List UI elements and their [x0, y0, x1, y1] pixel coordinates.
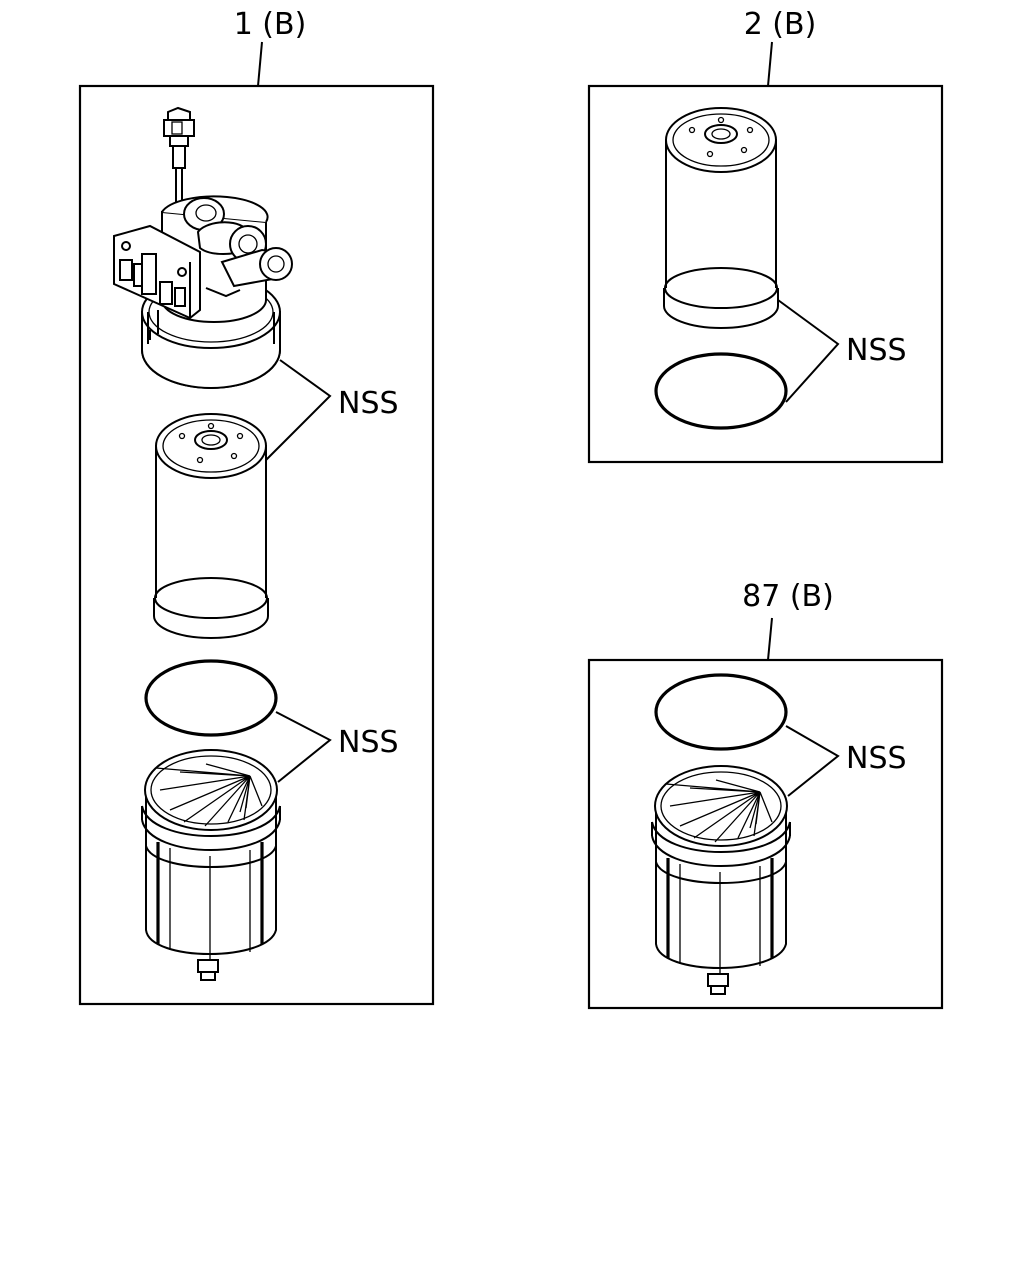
filter-bowl-1 [141, 749, 281, 981]
panel-2: 2 (B) NSS [587, 7, 944, 464]
panel-2-frame [587, 84, 944, 464]
callout-nss-1: NSS [265, 359, 399, 461]
filter-cartridge-2 [663, 107, 779, 329]
panel-2-title: 2 (B) [744, 7, 817, 42]
panel-2-leader [767, 41, 773, 87]
panel-87: 87 (B) NSS [587, 579, 944, 1010]
panel-1-leader [257, 41, 263, 87]
panel-87-leader [767, 617, 773, 661]
filter-cartridge-1 [153, 413, 269, 639]
o-ring-1 [144, 659, 278, 737]
callout-nss-2-label: NSS [338, 725, 399, 760]
callout-nss-3: NSS [777, 299, 907, 403]
panel-1: 1 (B) [78, 7, 435, 1006]
callout-nss-2: NSS [275, 711, 399, 783]
panel-87-title: 87 (B) [742, 579, 834, 614]
panel-87-frame [587, 658, 944, 1010]
callout-nss-3-label: NSS [846, 333, 907, 368]
callout-nss-4-label: NSS [846, 741, 907, 776]
callout-nss-1-label: NSS [338, 386, 399, 421]
panel-1-title: 1 (B) [234, 7, 307, 42]
callout-nss-4: NSS [785, 725, 907, 797]
o-ring-87 [654, 673, 788, 751]
o-ring-2 [654, 352, 788, 430]
panel-1-frame [78, 84, 435, 1006]
filter-head [113, 106, 293, 389]
filter-bowl-87 [651, 765, 791, 995]
